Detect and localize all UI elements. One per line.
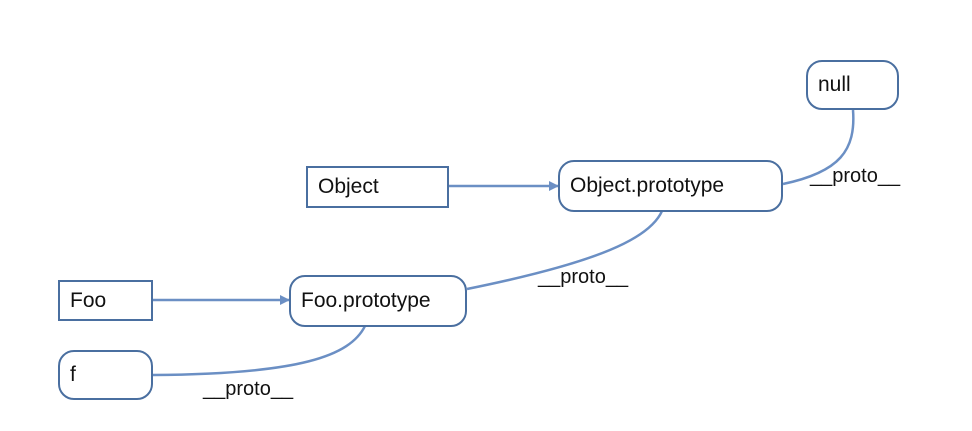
object-node-label: Object [318, 175, 379, 198]
object-prototype-to-null-edge [782, 109, 855, 186]
object-prototype-node-label: Object.prototype [570, 174, 725, 197]
proto-label-f-to-foo-prototype: __proto__ [203, 378, 294, 400]
null-node: null [806, 60, 899, 110]
foo-prototype-to-object-prototype-edge [466, 210, 664, 291]
proto-label-object-prototype-to-null: __proto__ [810, 165, 901, 187]
f-to-foo-prototype-edge [152, 325, 367, 377]
foo-node: Foo [58, 280, 153, 321]
foo-node-label: Foo [70, 288, 107, 312]
foo-prototype-node: Foo.prototype [289, 275, 467, 327]
f-node: f [58, 350, 153, 400]
f-node-label: f [70, 363, 76, 386]
object-prototype-node: Object.prototype [558, 160, 783, 212]
proto-label-foo-prototype-to-object-prototype: __proto__ [538, 266, 629, 288]
null-node-label: null [818, 73, 851, 96]
object-node: Object [306, 166, 449, 208]
foo-prototype-node-label: Foo.prototype [301, 289, 431, 312]
